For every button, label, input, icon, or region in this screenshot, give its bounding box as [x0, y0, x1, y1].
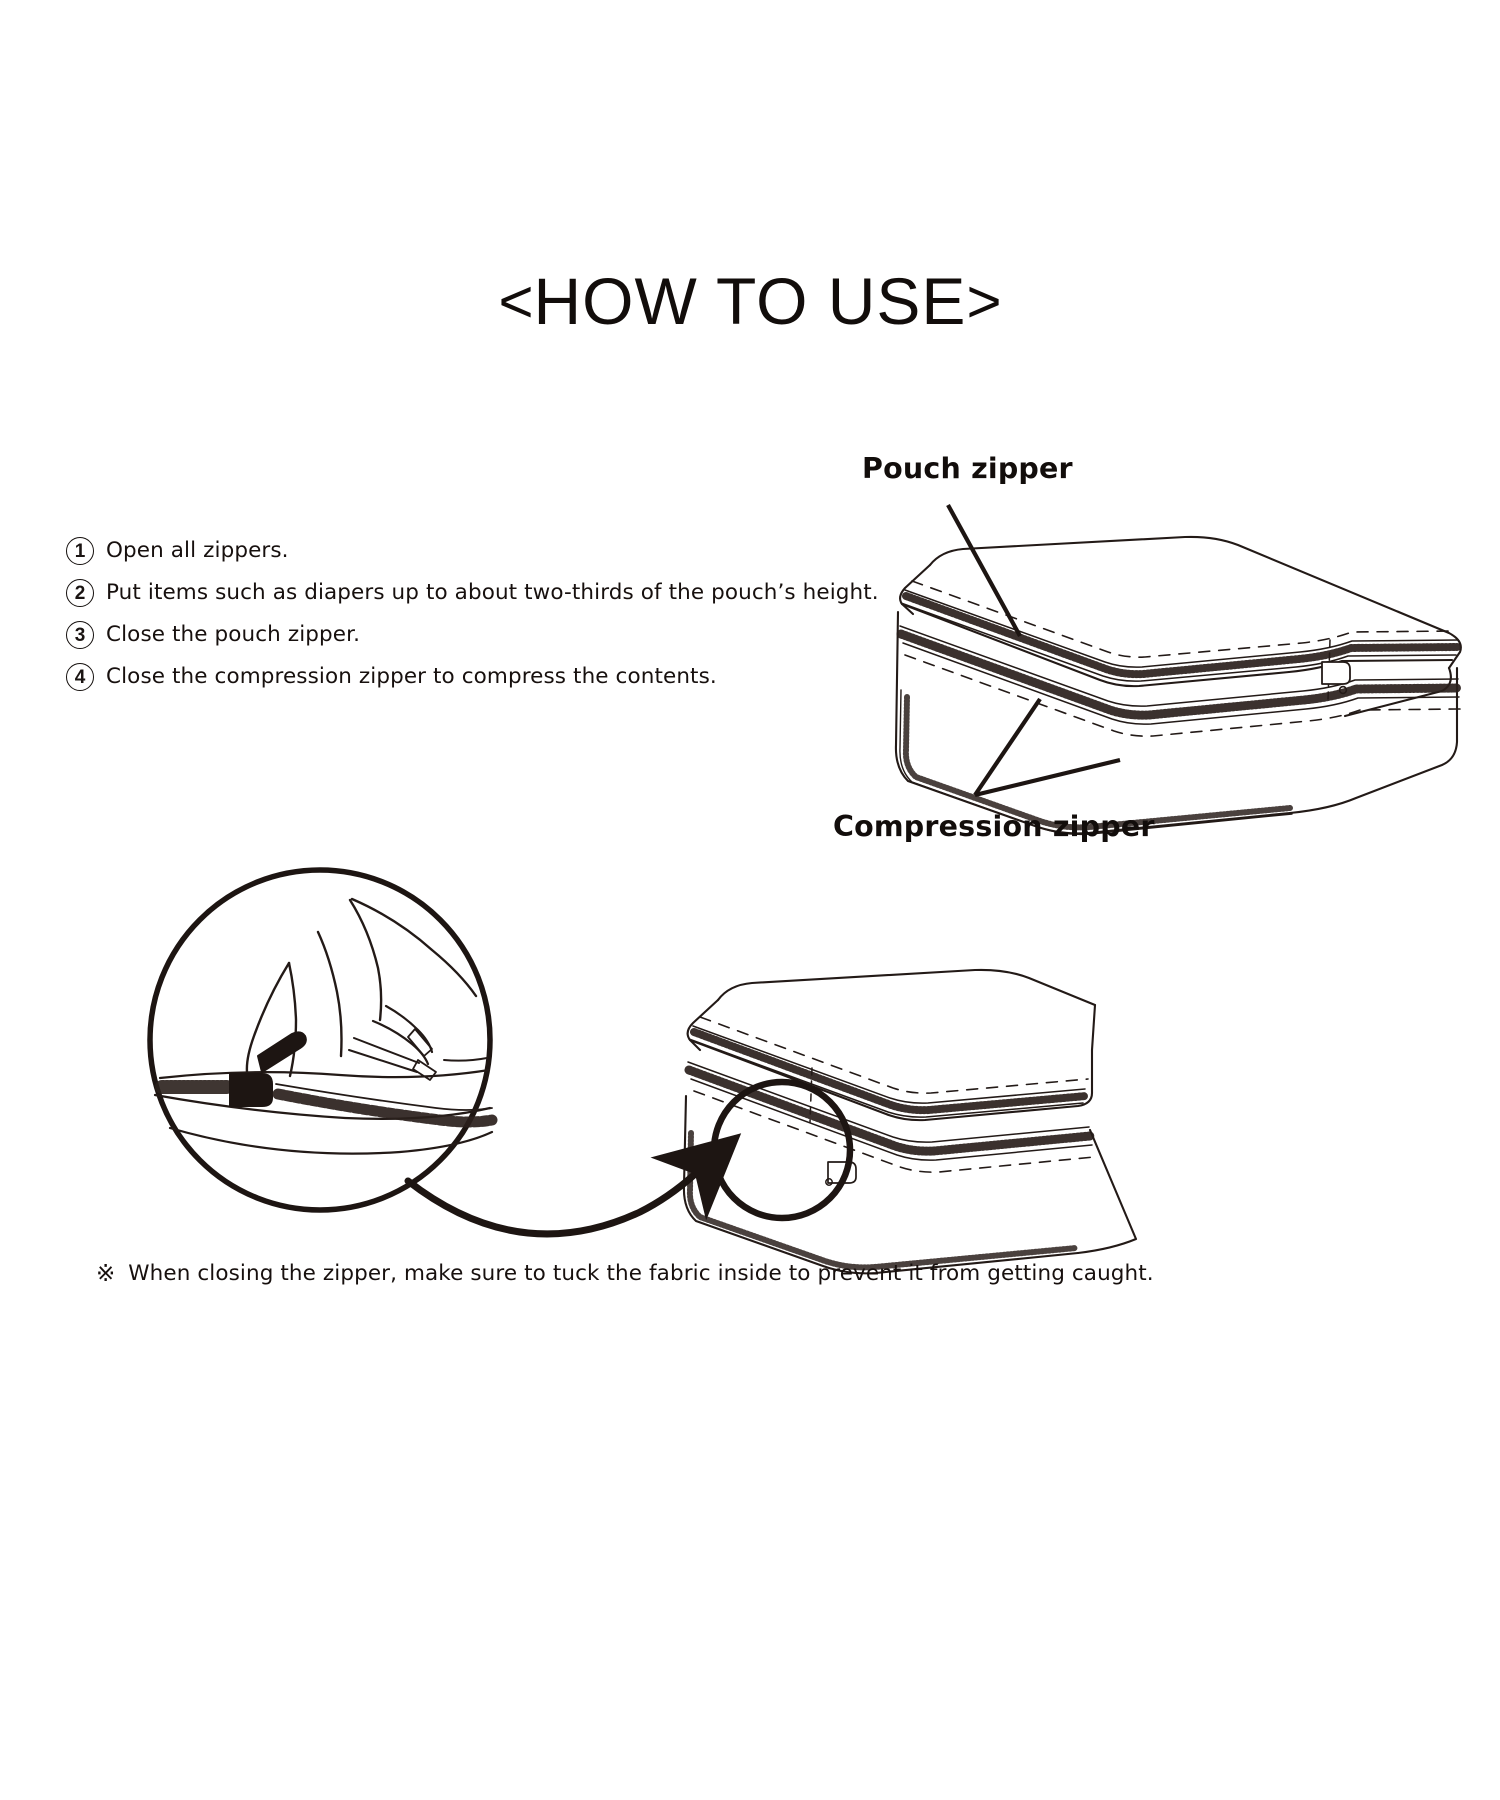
title-right-angle: > — [966, 268, 1002, 335]
callout-label-pouch-zipper: Pouch zipper — [862, 452, 1073, 485]
list-item: 1 Open all zippers. — [66, 536, 886, 569]
step-text: Close the pouch zipper. — [106, 622, 361, 647]
list-item: 4 Close the compression zipper to compre… — [66, 662, 886, 695]
detail-arrow — [404, 1133, 742, 1238]
list-item: 3 Close the pouch zipper. — [66, 620, 886, 653]
zipper-detail-circle — [147, 867, 498, 1213]
title-left-angle: < — [498, 268, 534, 335]
reference-mark-icon: ※ — [96, 1261, 116, 1287]
instruction-list: 1 Open all zippers. 2 Put items such as … — [66, 536, 886, 704]
title-text: HOW TO USE — [533, 264, 967, 338]
callout-label-compression-zipper: Compression zipper — [833, 810, 1155, 843]
step-number: 1 — [66, 537, 94, 565]
step-number: 2 — [66, 579, 94, 607]
footnote-text: When closing the zipper, make sure to tu… — [128, 1261, 1154, 1286]
step-number: 4 — [66, 663, 94, 691]
page-title: <HOW TO USE> — [0, 268, 1500, 334]
list-item: 2 Put items such as diapers up to about … — [66, 578, 886, 611]
bottom-pouch-drawing — [682, 968, 1138, 1275]
top-pouch-drawing — [894, 503, 1463, 836]
step-text: Open all zippers. — [106, 538, 289, 563]
step-number: 3 — [66, 621, 94, 649]
step-text: Close the compression zipper to compress… — [106, 664, 717, 689]
step-text: Put items such as diapers up to about tw… — [106, 580, 879, 605]
footnote: ※ When closing the zipper, make sure to … — [96, 1259, 1154, 1289]
